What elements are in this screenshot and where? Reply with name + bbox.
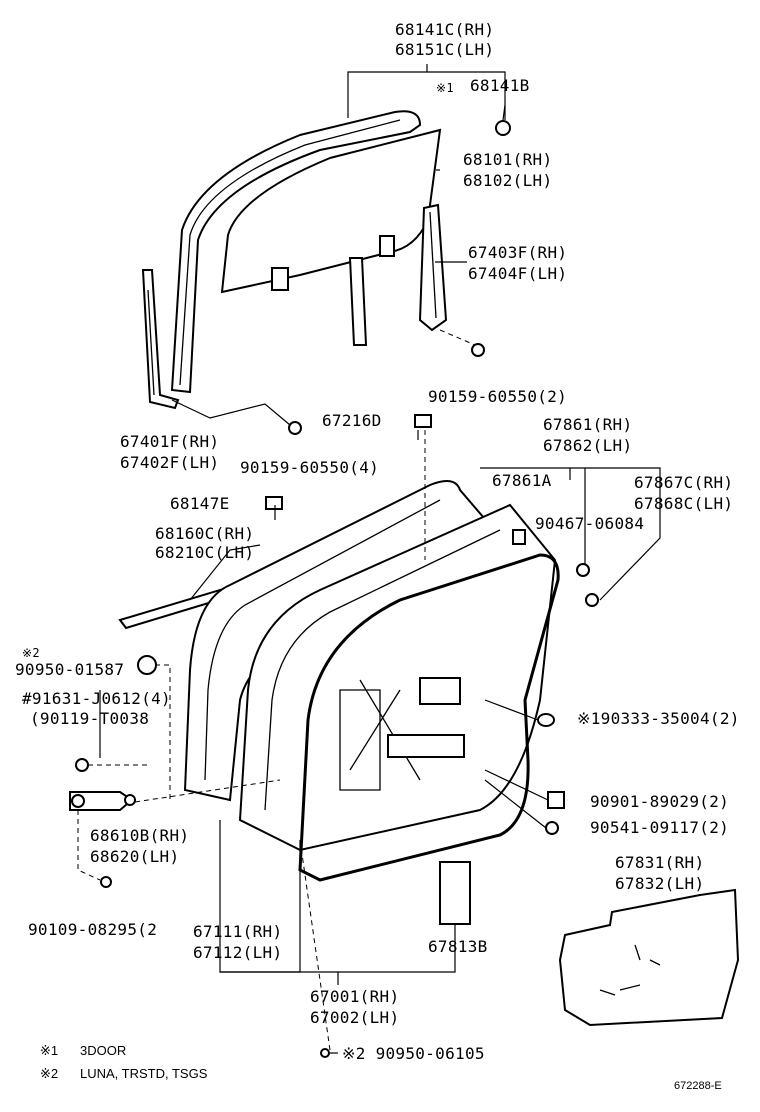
label-rear-channel-rh: 67403F(RH) [468,243,568,262]
label-panel-rh: 67111(RH) [193,922,283,941]
label-clip-67216d: 67216D [322,411,382,430]
label-seal-rh: 67861(RH) [543,415,633,434]
label-68141b: 68141B [470,76,530,95]
door-weatherstrip [298,553,560,882]
glass-run-channel [170,110,422,394]
label-bolt-rear: 90159-60550(2) [428,387,568,406]
rear-channel [418,203,448,332]
label-nut-09117: 90541-09117(2) [590,818,730,837]
note-2-text: LUNA, TRSTD, TSGS [80,1066,208,1081]
label-glass-rh: 68101(RH) [463,150,553,169]
door-trim [558,888,740,1027]
label-glass-lh: 68102(LH) [463,171,553,190]
label-seal-clip-lh: 67868C(LH) [634,494,734,513]
label-glass-run-lh: 68151C(LH) [395,40,495,59]
label-panel-lh: 67112(LH) [193,943,283,962]
label-seal-clip-rh: 67867C(RH) [634,473,734,492]
bolt-front-icon [288,421,302,435]
plug-icon [137,655,157,675]
label-plug: 90950-01587 [15,660,125,679]
figure-id: 672288-E [674,1080,722,1092]
label-door-assy-rh: 67001(RH) [310,987,400,1006]
label-seal-lh: 67862(LH) [543,436,633,455]
hole-plug-icon [537,713,555,727]
label-plug-mark: ※2 [22,646,40,660]
label-clip-89029: 90901-89029(2) [590,792,730,811]
clip-68141b-icon [495,120,511,136]
label-bolt-front: 90159-60550(4) [240,458,380,477]
label-belt-molding-lh: 68210C(LH) [155,543,255,562]
label-bolt-08295: 90109-08295(2 [28,920,158,939]
label-cover: 67813B [428,937,488,956]
clip-67216d-icon [414,414,432,428]
label-hole-plug: ※190333-35004(2) [577,709,740,728]
clip-89029-icon [547,791,565,809]
bolt-check-icon [75,758,89,772]
label-clip-6084: 90467-06084 [535,514,645,533]
label-check-rh: 68610B(RH) [90,826,190,845]
label-front-channel-lh: 67402F(LH) [120,453,220,472]
label-rear-channel-lh: 67404F(LH) [468,264,568,283]
label-clip-68147e: 68147E [170,494,230,513]
door-glass [220,128,442,294]
bolt-rear-icon [471,343,485,357]
division-bar [348,257,368,346]
label-trim-lh: 67832(LH) [615,874,705,893]
label-front-channel-rh: 67401F(RH) [120,432,220,451]
label-door-assy-lh: 67002(LH) [310,1008,400,1027]
service-cover [439,861,471,925]
front-channel [141,269,180,410]
window-regulator [339,677,465,791]
note-1-mark: ※1 [40,1043,59,1058]
label-3door-mark: ※1 [436,81,454,95]
label-belt-molding-rh: 68160C(RH) [155,524,255,543]
label-plug-bottom: ※2 90950-06105 [342,1044,485,1063]
label-check-lh: 68620(LH) [90,847,180,866]
door-check [69,791,136,811]
clip-6084-icon [576,563,590,577]
note-1-text: 3DOOR [80,1043,127,1058]
label-seal-a: 67861A [492,471,552,490]
label-glass-run-rh: 68141C(RH) [395,20,495,39]
seal-clip-icon [585,593,599,607]
note-2-mark: ※2 [40,1066,59,1081]
label-bolt-alt: (90119-T0038 [30,709,150,728]
label-trim-rh: 67831(RH) [615,853,705,872]
seal-a-icon [512,529,526,545]
bolt-08295-icon [100,876,112,888]
plug-bottom-icon [320,1048,330,1058]
nut-09117-icon [545,821,559,835]
label-bolt-hash: #91631-J0612(4) [22,689,171,708]
leader-lines [77,64,661,1054]
clip-68147e-icon [265,496,283,510]
